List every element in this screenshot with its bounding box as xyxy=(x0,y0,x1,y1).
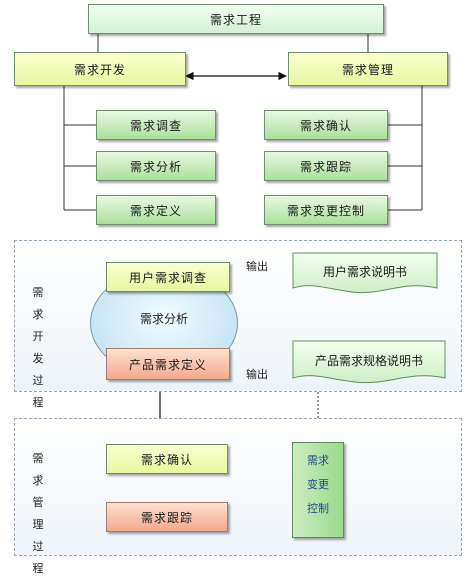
dev-item-survey-label: 需求调查 xyxy=(129,118,182,133)
user-survey-label: 用户需求调查 xyxy=(128,270,207,285)
dev-process-label-char: 求 xyxy=(32,308,44,321)
change-control-box: 需求 变更 控制 xyxy=(292,442,344,538)
requirements-engineering-box: 需求工程 xyxy=(88,4,384,34)
analysis-label: 需求分析 xyxy=(140,312,189,326)
document-shape-icon xyxy=(292,340,446,384)
product-definition-box: 产品需求定义 xyxy=(106,348,230,380)
dev-process-label-char: 程 xyxy=(32,396,44,409)
change-control-char: 求 xyxy=(318,454,329,467)
dev-process-label-char: 需 xyxy=(32,286,44,299)
dev-process-label-char: 开 xyxy=(32,330,44,343)
mgmt-confirm-label: 需求确认 xyxy=(140,452,193,467)
document-shape-icon xyxy=(292,252,438,294)
mgmt-process-label-char: 过 xyxy=(32,540,44,553)
change-control-line-1: 需求 xyxy=(293,453,343,469)
dev-process-label-char: 发 xyxy=(32,352,44,365)
mgmt-process-label-char: 求 xyxy=(32,474,44,487)
mgmt-track-label: 需求跟踪 xyxy=(140,510,193,525)
mgmt-process-panel xyxy=(14,418,462,556)
requirements-management-box: 需求管理 xyxy=(288,52,448,86)
change-control-char: 控 xyxy=(307,502,318,515)
change-control-char: 更 xyxy=(318,478,329,491)
mgmt-item-change-control-label: 需求变更控制 xyxy=(286,203,365,218)
dev-item-survey: 需求调查 xyxy=(96,110,216,140)
requirements-management-label: 需求管理 xyxy=(341,62,394,77)
product-spec-doc-label: 产品需求规格说明书 xyxy=(314,353,423,368)
dev-item-analysis-label: 需求分析 xyxy=(129,159,182,174)
dev-process-label-char: 过 xyxy=(32,374,44,387)
user-requirements-doc: 用户需求说明书 xyxy=(292,252,438,296)
mgmt-track-box: 需求跟踪 xyxy=(106,502,228,532)
requirements-engineering-label: 需求工程 xyxy=(209,12,262,27)
user-survey-box: 用户需求调查 xyxy=(106,262,230,292)
product-definition-label: 产品需求定义 xyxy=(128,357,207,372)
mgmt-process-label-char: 理 xyxy=(32,518,44,531)
mgmt-confirm-box: 需求确认 xyxy=(106,444,228,474)
change-control-char: 制 xyxy=(318,502,329,515)
output-label-2: 输出 xyxy=(246,368,268,381)
mgmt-item-change-control: 需求变更控制 xyxy=(264,195,388,225)
mgmt-item-track-label: 需求跟踪 xyxy=(299,159,352,174)
mgmt-item-confirm-label: 需求确认 xyxy=(299,118,352,133)
requirements-development-label: 需求开发 xyxy=(73,62,126,77)
change-control-char: 需 xyxy=(307,454,318,467)
mgmt-process-label-char: 需 xyxy=(32,452,44,465)
mgmt-item-track: 需求跟踪 xyxy=(264,151,388,181)
change-control-line-2: 变更 xyxy=(293,477,343,493)
user-requirements-doc-label: 用户需求说明书 xyxy=(322,264,407,279)
mgmt-item-confirm: 需求确认 xyxy=(264,110,388,140)
output-label-1: 输出 xyxy=(246,260,268,273)
product-spec-doc: 产品需求规格说明书 xyxy=(292,340,446,386)
dev-item-definition-label: 需求定义 xyxy=(129,203,182,218)
dev-item-definition: 需求定义 xyxy=(96,195,216,225)
change-control-line-3: 控制 xyxy=(293,501,343,517)
requirements-development-box: 需求开发 xyxy=(14,52,186,86)
mgmt-process-label-char: 程 xyxy=(32,562,44,575)
dev-process-label: 需 求 开 发 过 程 xyxy=(30,282,46,414)
dev-item-analysis: 需求分析 xyxy=(96,151,216,181)
change-control-char: 变 xyxy=(307,478,318,491)
mgmt-process-label: 需 求 管 理 过 程 xyxy=(30,448,46,580)
mgmt-process-label-char: 管 xyxy=(32,496,44,509)
